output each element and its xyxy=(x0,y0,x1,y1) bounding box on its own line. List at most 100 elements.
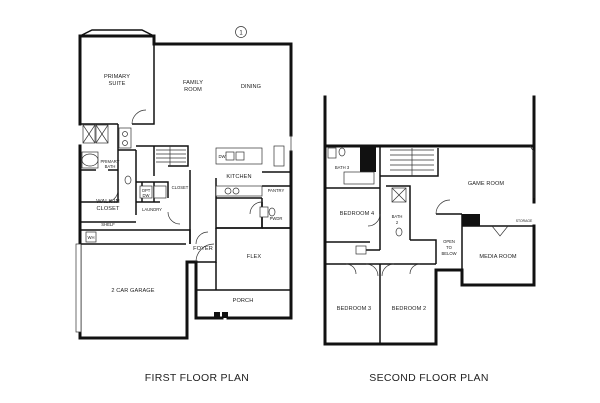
first-floor-stairs xyxy=(156,146,186,166)
powder-walls xyxy=(216,198,291,229)
room-label-storage: STORAGE xyxy=(516,219,533,223)
vanity-sink-2 xyxy=(122,140,128,146)
porch-north-wall xyxy=(196,262,291,291)
bathtub xyxy=(81,153,99,167)
room-label-garage: 2 CAR GARAGE xyxy=(111,288,154,294)
room-label-bath2-2: 2 xyxy=(396,220,399,225)
room-label-foyer: FOYER xyxy=(193,246,213,252)
room-label-opt-2: DW xyxy=(143,193,150,198)
pwdr-toilet xyxy=(268,207,276,217)
bedroom4-south-wall xyxy=(325,241,380,251)
front-door-swing xyxy=(195,243,215,263)
room-label-game-room: GAME ROOM xyxy=(468,181,505,187)
upper-roof-lines xyxy=(323,95,536,148)
bedroom2-door-swing xyxy=(381,263,395,277)
porch-column-2 xyxy=(222,312,228,318)
laundry-door-swing xyxy=(167,211,181,225)
second-floor-stairs xyxy=(390,148,434,176)
room-label-bath3: BATH 3 xyxy=(335,165,350,170)
foyer-door-swing xyxy=(195,231,209,245)
bath3-tub xyxy=(343,171,375,185)
primary-suite-wall xyxy=(132,44,155,125)
room-label-walk-in: WALK IN xyxy=(96,199,120,205)
kitchen-lower-walls xyxy=(215,178,263,229)
garage-door xyxy=(75,243,82,333)
room-label-bath2: BATH xyxy=(392,214,403,219)
dryer xyxy=(153,185,167,199)
primary-bath-walls xyxy=(80,124,119,202)
room-label-island: DW xyxy=(219,154,226,159)
bath2-walls xyxy=(379,185,411,250)
garage-north-wall xyxy=(80,229,191,245)
pantry-walls xyxy=(216,171,291,199)
primary-door-swing xyxy=(131,109,147,125)
room-label-bedroom3: BEDROOM 3 xyxy=(337,306,371,312)
first-floor-plan: 1 xyxy=(75,26,293,384)
room-label-media-room: MEDIA ROOM xyxy=(479,254,517,260)
vanity xyxy=(118,127,132,149)
second-floor-plan: BATH 3 BEDROOM 4 BATH 2 GAME ROOM OPEN T… xyxy=(323,95,536,384)
room-label-laundry: LAUNDRY xyxy=(142,207,162,212)
bedroom3-door-swing xyxy=(365,263,379,277)
closet-door-swing xyxy=(105,189,119,203)
room-label-opt: OPT xyxy=(142,188,151,193)
flex-west-wall xyxy=(196,228,217,263)
room-label-wh: WH xyxy=(88,235,95,240)
room-label-primary-suite: PRIMARY xyxy=(104,74,130,80)
bath2-toilet xyxy=(395,227,403,237)
room-label-closet: CLOSET xyxy=(172,185,189,190)
first-floor-caption: FIRST FLOOR PLAN xyxy=(145,372,249,384)
washer xyxy=(139,185,153,199)
room-label-dining: DINING xyxy=(241,84,261,90)
hall-wall xyxy=(410,239,437,264)
room-label-family: FAMILY xyxy=(183,80,203,86)
linen-2 xyxy=(355,245,367,255)
open-below-swing xyxy=(435,199,451,215)
pwdr-door-swing xyxy=(249,201,263,215)
game-room-window xyxy=(529,145,535,198)
bath3-toilet xyxy=(338,147,346,157)
island-sink xyxy=(225,151,235,161)
bathtub-frame xyxy=(81,151,99,169)
room-label-pwdr: PWDR xyxy=(270,216,283,221)
pwdr-sink xyxy=(259,206,269,218)
shower-x-2 xyxy=(82,124,96,144)
room-label-porch: PORCH xyxy=(233,298,254,304)
room-label-pantry: PANTRY xyxy=(268,188,285,193)
chimney-block xyxy=(360,146,376,172)
stair-enclosure xyxy=(136,145,189,167)
second-floor-caption: SECOND FLOOR PLAN xyxy=(369,372,488,384)
room-label-primary-suite-2: SUITE xyxy=(109,81,126,87)
garage-wall-east xyxy=(185,260,198,340)
bath-east-wall xyxy=(118,149,137,215)
room-label-flex: FLEX xyxy=(247,254,262,260)
room-label-primary-bath: PRIMARY xyxy=(100,159,119,164)
cooktop-burner-2 xyxy=(232,187,240,195)
media-wall-block xyxy=(462,214,480,226)
outer-wall-west-2 xyxy=(323,144,464,346)
bedroom2-closet-swing xyxy=(409,263,421,275)
room-label-open-below-2: TO xyxy=(446,245,452,250)
room-label-open-below-3: BELOW xyxy=(441,251,456,256)
water-heater xyxy=(85,231,97,243)
outer-wall-east-2 xyxy=(460,224,536,287)
bath3-walls xyxy=(325,146,381,200)
revision-marker-text: 1 xyxy=(239,30,243,36)
fridge xyxy=(273,145,285,167)
porch-column xyxy=(214,312,220,318)
island-sink-2 xyxy=(235,151,245,161)
bath2-tub-x-2 xyxy=(391,187,407,203)
room-label-bedroom2: BEDROOM 2 xyxy=(392,306,426,312)
bedroom3-2-walls xyxy=(325,263,436,344)
bedroom4-door-swing xyxy=(367,213,381,227)
primary-suite-bay xyxy=(79,29,155,37)
outer-wall-west xyxy=(78,34,189,340)
room-label-kitchen: KITCHEN xyxy=(226,174,251,180)
revision-marker-circle xyxy=(235,26,247,38)
vanity-sink xyxy=(122,131,128,137)
room-label-walk-in-2: CLOSET xyxy=(97,206,120,212)
room-label-bedroom4: BEDROOM 4 xyxy=(340,211,374,217)
bedroom3-closet-swing xyxy=(345,263,357,275)
media-door-swing xyxy=(491,225,509,237)
cooktop-burner xyxy=(224,187,232,195)
